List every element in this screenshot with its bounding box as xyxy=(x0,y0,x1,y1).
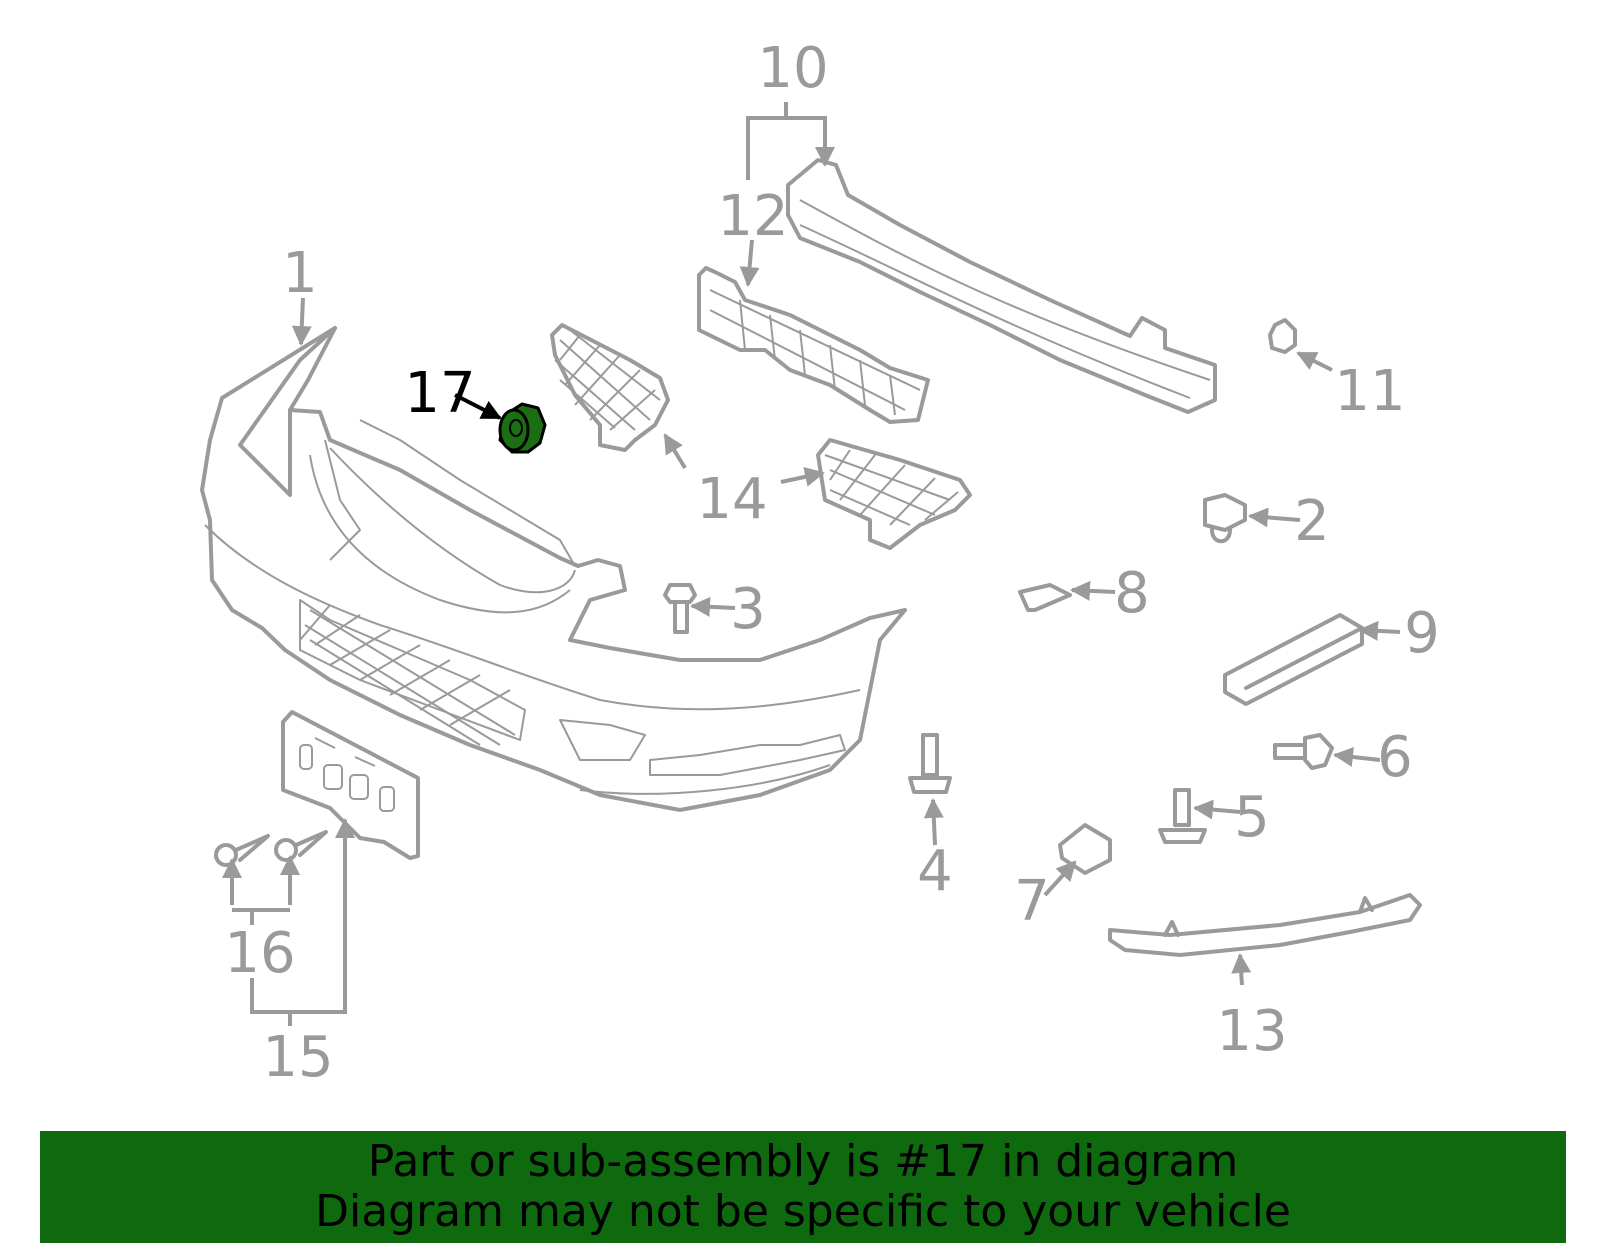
callout-3: 3 xyxy=(730,577,766,642)
reinforcement-beam-part xyxy=(786,158,1217,414)
callout-9: 9 xyxy=(1404,601,1440,666)
bolt-part-5 xyxy=(1158,788,1207,844)
callout-10: 10 xyxy=(757,36,828,101)
notice-line-2: Diagram may not be specific to your vehi… xyxy=(315,1186,1291,1237)
callout-8: 8 xyxy=(1114,561,1150,626)
part-17-highlighted[interactable] xyxy=(498,402,547,454)
fog-grille-left-part xyxy=(550,323,670,452)
bolt-part-4 xyxy=(908,733,952,794)
callout-5: 5 xyxy=(1234,785,1270,850)
callout-13: 13 xyxy=(1216,999,1287,1064)
energy-absorber-part xyxy=(697,266,930,424)
callout-2: 2 xyxy=(1294,489,1330,554)
leader-lines xyxy=(222,102,1401,1026)
callout-4: 4 xyxy=(917,839,953,904)
callout-12: 12 xyxy=(717,184,788,249)
bolt-part-6 xyxy=(1273,733,1334,770)
callout-11: 11 xyxy=(1334,359,1405,424)
notice-line-1: Part or sub-assembly is #17 in diagram xyxy=(367,1136,1239,1187)
callout-7: 7 xyxy=(1014,869,1050,934)
bracket-part-7 xyxy=(1058,823,1112,875)
callout-16: 16 xyxy=(224,921,295,986)
notice-banner: Part or sub-assembly is #17 in diagram D… xyxy=(40,1131,1566,1243)
bolt-part-3 xyxy=(663,583,697,634)
callout-15: 15 xyxy=(262,1025,333,1090)
clip-part-2 xyxy=(1203,493,1247,544)
clip-part-8 xyxy=(1018,583,1072,612)
callout-labels: 1 2 3 4 5 6 7 8 9 10 11 12 13 14 15 16 1… xyxy=(224,36,1439,1090)
license-bracket-part xyxy=(281,710,420,860)
nut-part-11 xyxy=(1268,318,1297,354)
callout-6: 6 xyxy=(1377,725,1413,790)
callout-1: 1 xyxy=(282,241,318,306)
molding-part-13 xyxy=(1108,893,1422,957)
callout-17[interactable]: 17 xyxy=(404,361,475,426)
callout-14: 14 xyxy=(696,467,767,532)
fog-grille-right-part xyxy=(816,438,972,550)
bumper-cover-part xyxy=(200,326,907,812)
seal-part-9 xyxy=(1223,613,1364,706)
